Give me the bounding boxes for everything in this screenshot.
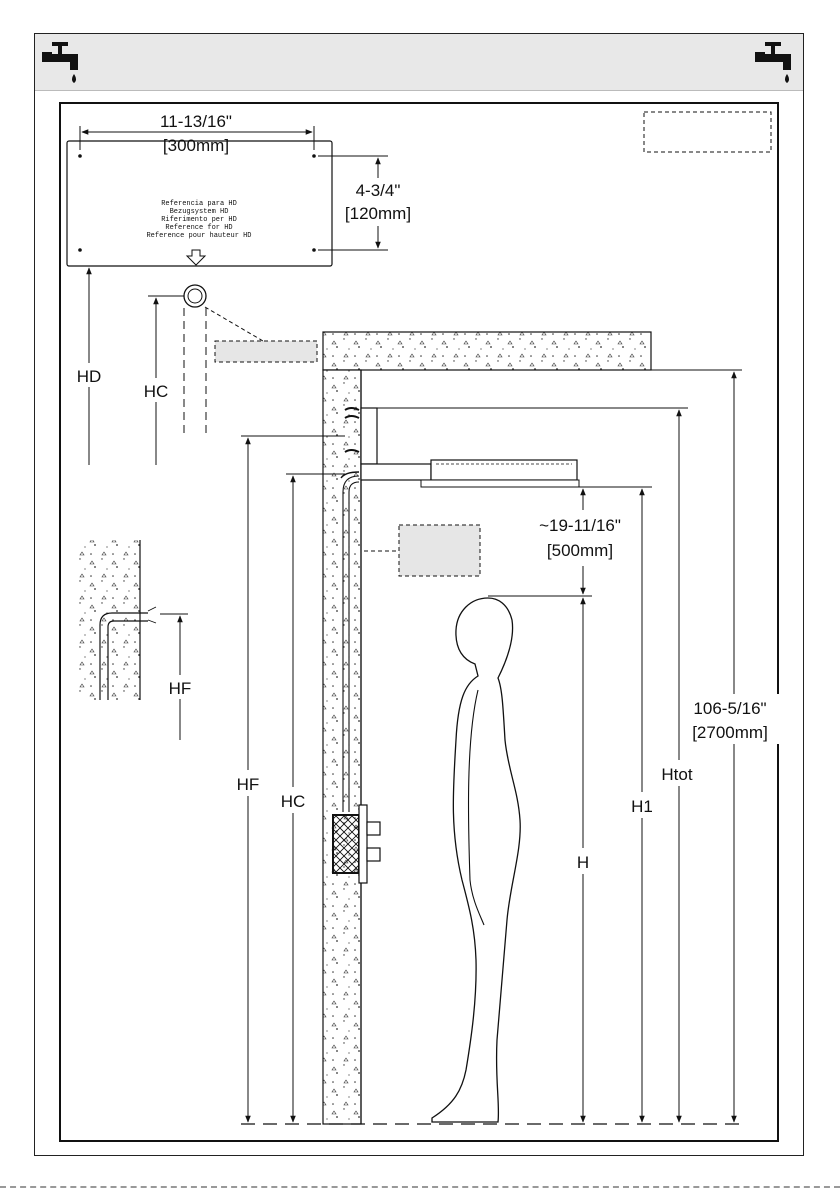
shower-head-assembly <box>341 408 579 487</box>
label-placeholder-box <box>215 341 317 362</box>
height-metric-label: [120mm] <box>345 204 411 223</box>
clearance-imperial-label: ~19-11/16" <box>539 516 621 535</box>
valve-handle <box>367 848 380 861</box>
human-silhouette <box>432 598 520 1122</box>
hf-detail-label: HF <box>169 679 192 698</box>
leader-line <box>205 307 263 341</box>
pipe-section: HC <box>137 285 206 465</box>
page-bottom-dashes <box>0 1186 840 1190</box>
hc-top-label: HC <box>144 382 169 401</box>
hf-main-label: HF <box>237 775 260 794</box>
h1-dimension: H1 <box>626 489 658 1122</box>
hd-dimension: HD <box>68 268 110 465</box>
mixer-valve <box>333 805 380 883</box>
clearance-metric-label: [500mm] <box>547 541 613 560</box>
wall <box>323 370 361 1124</box>
total-metric-label: [2700mm] <box>692 723 768 742</box>
h-label: H <box>577 853 589 872</box>
template-hole <box>78 154 82 158</box>
reference-line: Riferimento per HD <box>161 216 237 224</box>
label-placeholder-box <box>399 525 480 576</box>
width-imperial-label: 11-13/16" <box>160 112 232 131</box>
hd-label: HD <box>77 367 102 386</box>
h-dimension: H <box>570 598 596 1122</box>
reference-line: Reference pour hauteur HD <box>146 232 251 240</box>
reference-line: Referencia para HD <box>161 200 237 208</box>
htot-label: Htot <box>661 765 692 784</box>
template-hole <box>312 154 316 158</box>
h1-label: H1 <box>631 797 653 816</box>
total-height-dimension: 106-5/16" [2700mm] <box>651 370 780 1122</box>
clearance-dimension: ~19-11/16" [500mm] <box>488 487 652 596</box>
reference-line: Bezugsystem HD <box>170 208 229 216</box>
template-hole <box>312 248 316 252</box>
valve-handle <box>367 822 380 835</box>
total-imperial-label: 106-5/16" <box>693 699 766 718</box>
hc-main-label: HC <box>281 792 306 811</box>
reference-line: Reference for HD <box>165 224 232 232</box>
template-hole <box>78 248 82 252</box>
height-imperial-label: 4-3/4" <box>356 181 401 200</box>
label-placeholder-box <box>644 112 771 152</box>
mounting-template: Referencia para HD Bezugsystem HD Riferi… <box>67 141 332 266</box>
width-metric-label: [300mm] <box>163 136 229 155</box>
pipe-circle <box>184 285 206 307</box>
ceiling <box>323 332 651 370</box>
hf-detail: HF <box>78 540 200 740</box>
